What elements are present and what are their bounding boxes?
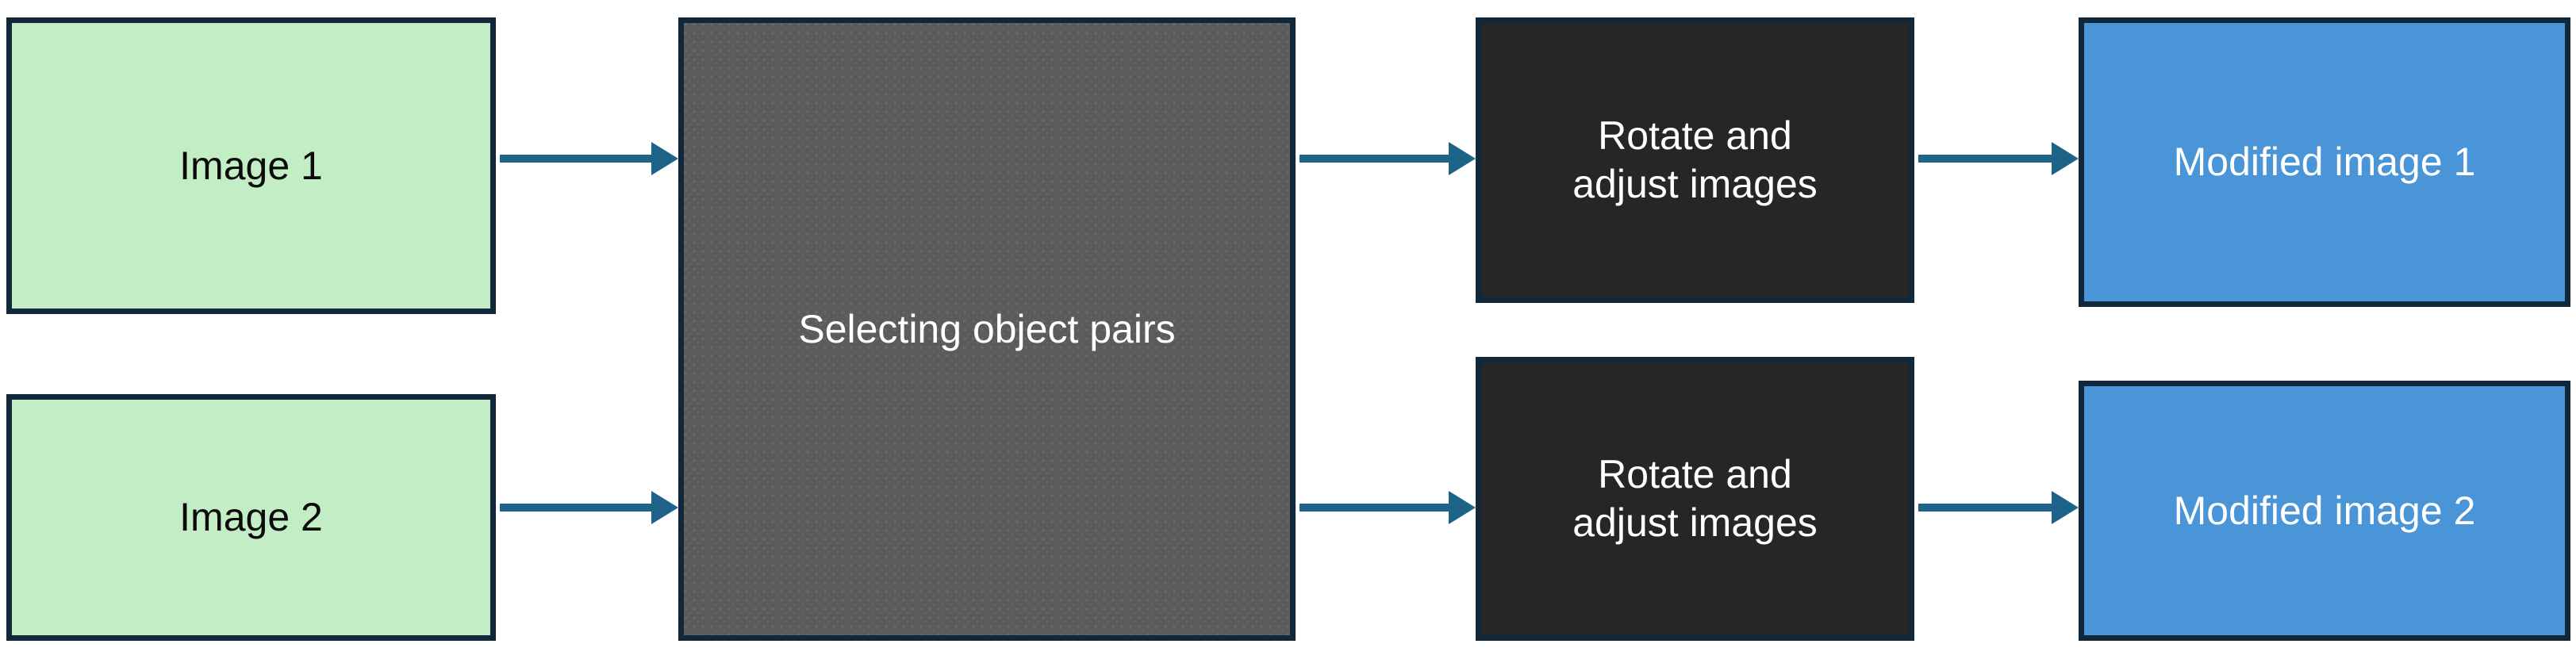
node-image-1-label: Image 1 <box>179 143 323 188</box>
arrow-head-icon <box>2052 491 2079 524</box>
arrow-shaft <box>1918 155 2055 163</box>
node-rotate-adjust-1-label: Rotate and adjust images <box>1572 113 1818 206</box>
arrow-head-icon <box>1449 142 1476 175</box>
node-rotate-adjust-1[interactable]: Rotate and adjust images <box>1476 17 1914 303</box>
arrow-head-icon <box>2052 142 2079 175</box>
node-image-2-label: Image 2 <box>179 495 323 539</box>
arrow-head-icon <box>651 142 678 175</box>
arrow-head-icon <box>651 491 678 524</box>
arrow-shaft <box>500 155 655 163</box>
node-modified-image-1-label: Modified image 1 <box>2173 140 2476 184</box>
node-rotate-adjust-2[interactable]: Rotate and adjust images <box>1476 357 1914 641</box>
node-image-2[interactable]: Image 2 <box>6 394 496 641</box>
node-rotate-adjust-2-label: Rotate and adjust images <box>1572 452 1818 545</box>
node-selecting-object-pairs-label: Selecting object pairs <box>798 306 1176 351</box>
node-selecting-object-pairs[interactable]: Selecting object pairs <box>678 17 1296 641</box>
arrow-head-icon <box>1449 491 1476 524</box>
arrow-shaft <box>500 504 655 512</box>
node-modified-image-2[interactable]: Modified image 2 <box>2079 381 2570 641</box>
node-modified-image-2-label: Modified image 2 <box>2173 488 2476 533</box>
arrow-shaft <box>1300 504 1452 512</box>
arrow-shaft <box>1918 504 2055 512</box>
node-modified-image-1[interactable]: Modified image 1 <box>2079 17 2570 307</box>
arrow-shaft <box>1300 155 1452 163</box>
node-image-1[interactable]: Image 1 <box>6 17 496 314</box>
